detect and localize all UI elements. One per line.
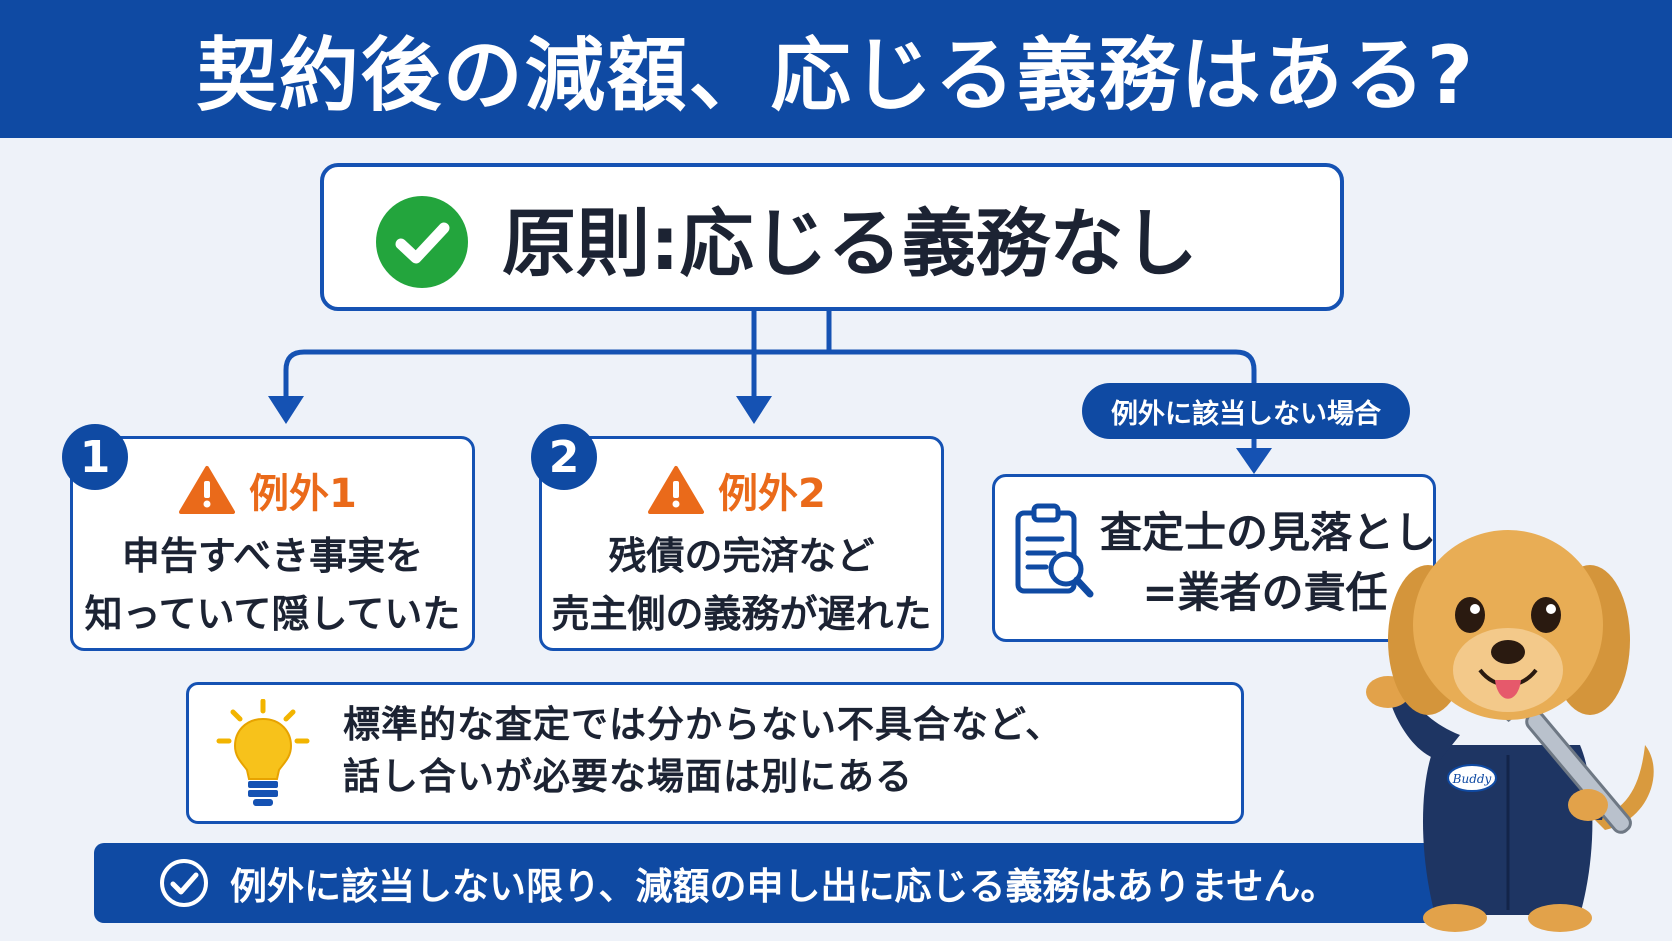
- exception-line: 知っていて隠していた: [84, 592, 461, 636]
- lightbulb-icon: [216, 699, 310, 806]
- appraiser-text: 査定士の見落とし =業者の責任: [1100, 503, 1437, 623]
- check-circle-outline-icon: [160, 859, 208, 907]
- arrow-down-3: [1236, 448, 1272, 474]
- mascot-badge-text: Buddy: [1452, 772, 1492, 786]
- page-title: 契約後の減額、応じる義務はある?: [196, 29, 1476, 122]
- non-exception-pill: 例外に該当しない場合: [1082, 383, 1410, 439]
- exception-title-2: 例外2: [648, 461, 826, 519]
- exception-body-1: 申告すべき事実を 知っていて隠していた: [73, 527, 472, 643]
- number-badge-1: 1: [62, 424, 128, 490]
- exception-title-1: 例外1: [179, 461, 357, 519]
- principle-box: 原則:応じる義務なし: [320, 163, 1344, 311]
- footer-banner: 例外に該当しない限り、減額の申し出に応じる義務はありません。: [94, 843, 1434, 923]
- connector-branch: [283, 349, 1257, 458]
- appraiser-line: =業者の責任: [1142, 568, 1388, 617]
- dog-mascot-illustration: Buddy: [1366, 530, 1654, 932]
- exception-body-2: 残債の完済など 売主側の義務が遅れた: [542, 527, 941, 643]
- note-line: 話し合いが必要な場面は別にある: [343, 755, 913, 798]
- note-line: 標準的な査定では分からない不具合など、: [343, 703, 1064, 746]
- exception-card-1: 例外1 申告すべき事実を 知っていて隠していた: [70, 436, 475, 651]
- exception-label-2: 例外2: [718, 471, 826, 517]
- clipboard-search-icon: [1015, 503, 1094, 598]
- exception-label-1: 例外1: [249, 471, 357, 517]
- warning-icon: [179, 466, 235, 514]
- appraiser-line: 査定士の見落とし: [1100, 508, 1437, 557]
- check-circle-icon: [376, 196, 468, 288]
- exception-line: 売主側の義務が遅れた: [551, 592, 932, 636]
- header-banner: 契約後の減額、応じる義務はある?: [0, 0, 1672, 138]
- footer-text: 例外に該当しない限り、減額の申し出に応じる義務はありません。: [230, 865, 1338, 908]
- principle-text: 原則:応じる義務なし: [502, 200, 1198, 287]
- arrow-down-1: [268, 396, 304, 424]
- note-text: 標準的な査定では分からない不具合など、 話し合いが必要な場面は別にある: [343, 699, 1063, 803]
- warning-icon: [648, 466, 704, 514]
- arrow-down-2: [736, 396, 772, 424]
- note-box: 標準的な査定では分からない不具合など、 話し合いが必要な場面は別にある: [186, 682, 1244, 824]
- exception-line: 申告すべき事実を: [121, 534, 424, 578]
- exception-line: 残債の完済など: [608, 534, 875, 578]
- number-badge-2: 2: [531, 424, 597, 490]
- exception-card-2: 例外2 残債の完済など 売主側の義務が遅れた: [539, 436, 944, 651]
